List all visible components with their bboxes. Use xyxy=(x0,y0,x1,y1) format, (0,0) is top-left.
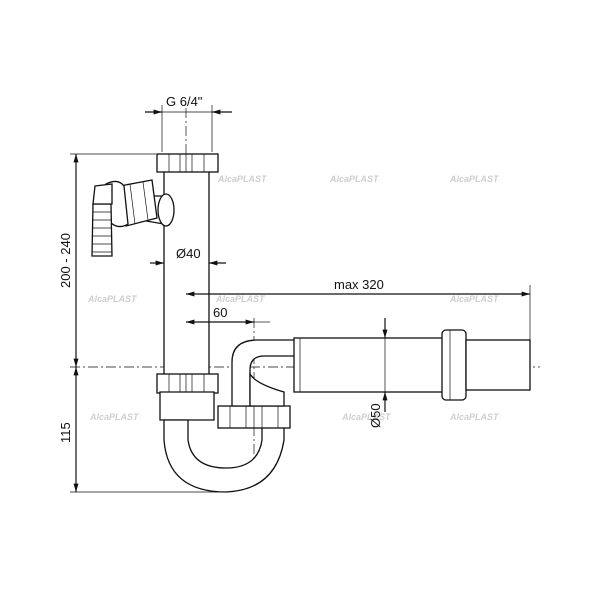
max-length-label: max 320 xyxy=(334,277,384,292)
dimension-max-length: max 320 xyxy=(186,277,531,340)
water-seal-label: 115 xyxy=(58,422,73,443)
height-range-label: 200 - 240 xyxy=(58,233,73,288)
dimension-thread: G 6/4" xyxy=(145,94,232,152)
watermark: AlcaPLAST xyxy=(449,174,500,184)
u-trap xyxy=(159,339,297,493)
watermark: AlcaPLAST xyxy=(329,174,380,184)
outlet-diameter-label: Ø50 xyxy=(368,403,383,428)
pipe-diameter-label: Ø40 xyxy=(176,246,201,261)
offset-label: 60 xyxy=(213,305,227,320)
thread-size-label: G 6/4" xyxy=(166,94,203,109)
vertical-pipe xyxy=(156,153,219,394)
watermark: AlcaPLAST xyxy=(341,412,392,422)
watermark: AlcaPLAST xyxy=(449,294,500,304)
watermark: AlcaPLAST xyxy=(217,174,268,184)
horizontal-outlet xyxy=(293,329,531,401)
dimension-water-seal: 115 xyxy=(58,367,222,493)
watermark: AlcaPLAST xyxy=(87,294,138,304)
watermark: AlcaPLAST xyxy=(89,412,140,422)
side-hose-connector xyxy=(91,179,175,257)
dimension-offset: 60 xyxy=(186,305,270,325)
dimension-height-range: 200 - 240 xyxy=(58,153,156,367)
dimension-pipe-diameter: Ø40 xyxy=(150,246,226,266)
watermark: AlcaPLAST xyxy=(215,294,266,304)
watermark: AlcaPLAST xyxy=(449,412,500,422)
dimension-outlet-diameter: Ø50 xyxy=(368,318,388,428)
watermark-group: AlcaPLAST AlcaPLAST AlcaPLAST AlcaPLAST … xyxy=(87,174,500,422)
